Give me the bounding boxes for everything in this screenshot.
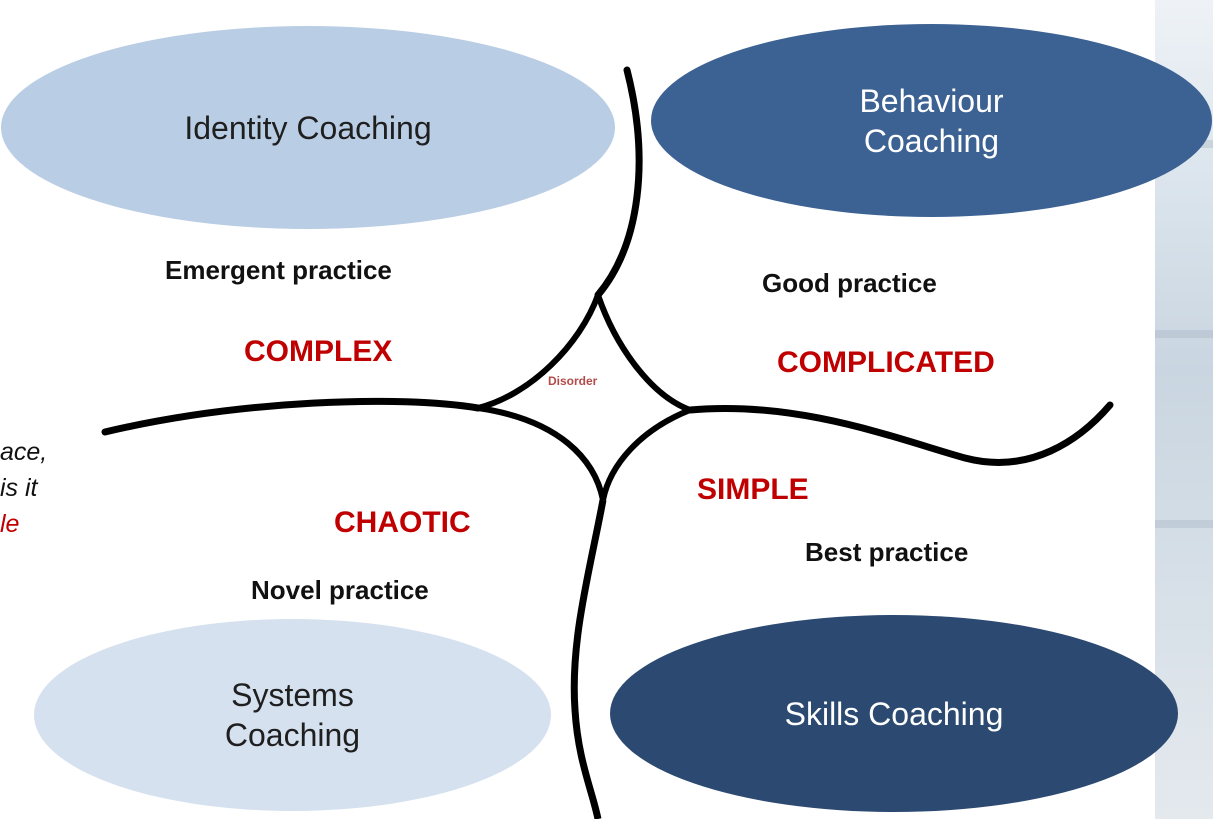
good-practice-label: Good practice	[762, 268, 937, 298]
novel-practice-label: Novel practice	[251, 575, 429, 605]
behaviour-coaching-line-2: Coaching	[863, 122, 1000, 159]
identity-coaching-ellipse: Identity Coaching	[1, 26, 615, 229]
disorder-bottom-right-curve	[600, 407, 692, 501]
disorder-left-curve	[477, 293, 601, 411]
best-practice-label: Best practice	[805, 537, 969, 567]
disorder-right-curve	[595, 294, 692, 413]
chaotic-domain-label: CHAOTIC	[334, 506, 471, 539]
side-text-line-1: ace,	[0, 438, 48, 466]
emergent-practice-label: Emergent practice	[165, 255, 392, 285]
complex-domain-label: COMPLEX	[244, 335, 393, 368]
identity-coaching-text: Identity Coaching	[184, 109, 432, 146]
systems-coaching-ellipse: Systems Coaching	[34, 619, 551, 811]
disorder-label: Disorder	[548, 374, 598, 388]
systems-coaching-line-1: Systems	[231, 677, 354, 713]
side-text-line-2: is it	[0, 474, 38, 502]
behaviour-coaching-ellipse: Behaviour Coaching	[651, 24, 1212, 217]
complicated-domain-label: COMPLICATED	[777, 346, 995, 379]
behaviour-coaching-line-1: Behaviour	[859, 82, 1004, 119]
right-boundary-curve	[686, 401, 1114, 466]
disorder-bottom-left-curve	[477, 405, 606, 501]
photo-stripe	[1155, 330, 1213, 338]
side-text-line-3: le	[0, 510, 20, 538]
photo-stripe	[1155, 520, 1213, 528]
bottom-boundary-curve	[570, 499, 607, 819]
simple-domain-label: SIMPLE	[697, 473, 809, 506]
systems-coaching-line-2: Coaching	[224, 717, 361, 753]
top-boundary-curve	[594, 66, 643, 299]
skills-coaching-text: Skills Coaching	[784, 695, 1004, 732]
left-boundary-curve	[101, 397, 482, 436]
skills-coaching-ellipse: Skills Coaching	[610, 615, 1178, 812]
